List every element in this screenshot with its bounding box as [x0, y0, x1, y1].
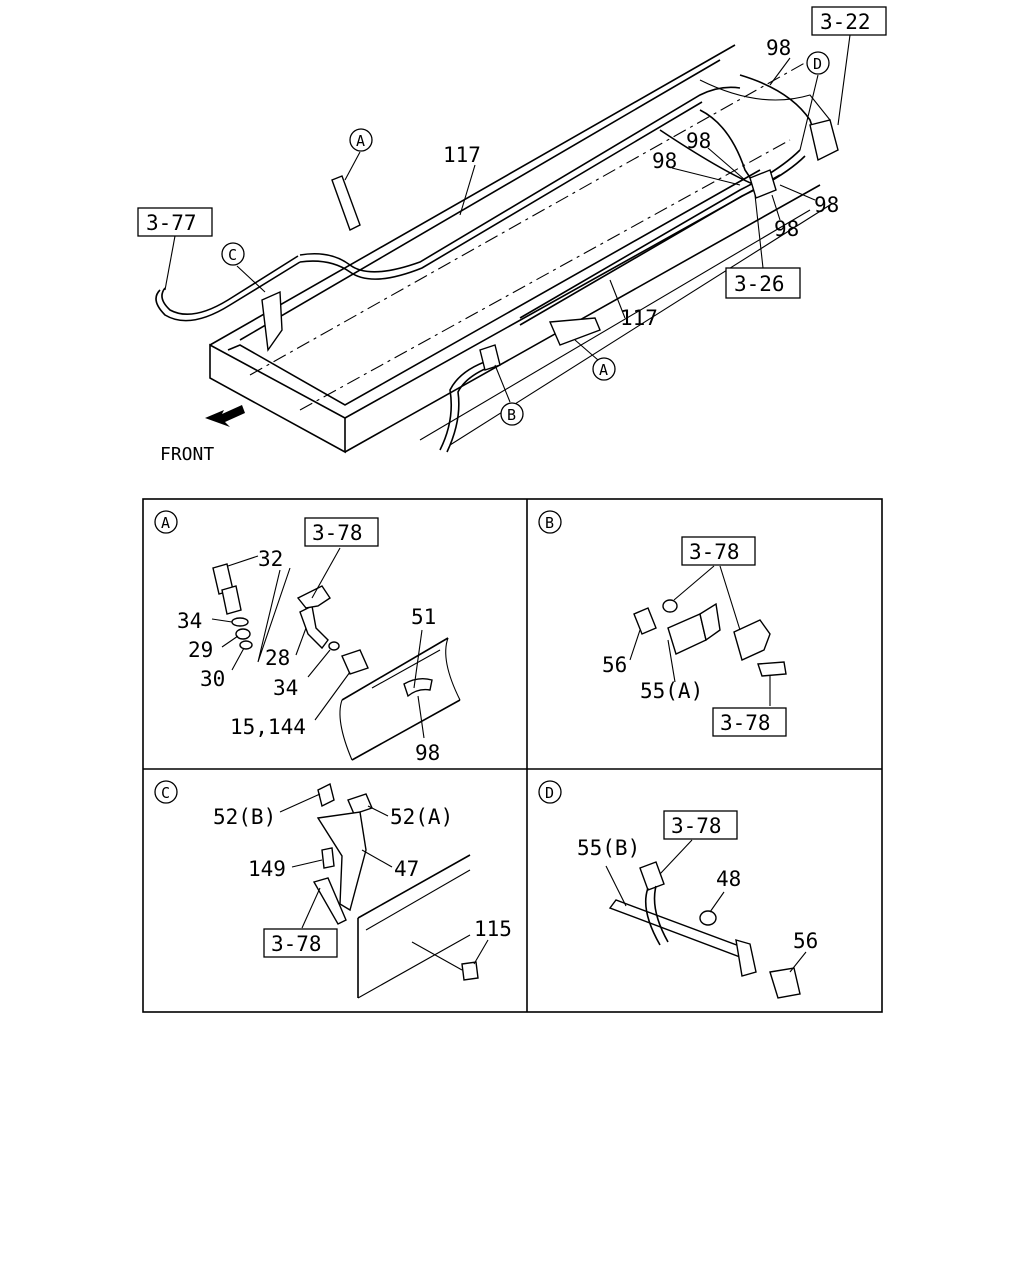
panel-marker-c: C [154, 780, 178, 804]
detail-panel-a: A 3-78 32 34 [154, 510, 461, 765]
part-label: 34 [273, 676, 298, 700]
detail-panel-d: D 3-78 55(B) 48 56 [538, 780, 818, 999]
part-label: 52(A) [390, 805, 453, 829]
part-label: 117 [620, 306, 658, 330]
ref-box-text: 3-77 [146, 211, 197, 235]
front-arrow-icon [205, 405, 245, 427]
panel-marker-b: B [538, 510, 562, 534]
ref-box-text: 3-22 [820, 10, 871, 34]
detail-panel-b: B 3-78 3-78 56 55(A) [538, 510, 787, 737]
part-label: 56 [602, 653, 627, 677]
ref-box-3-78-b-top: 3-78 [681, 536, 756, 566]
marker-letter: C [161, 784, 170, 802]
part-label: 56 [793, 929, 818, 953]
marker-letter: B [507, 406, 516, 424]
detail-marker-d: D [806, 51, 830, 75]
ref-box-3-77: 3-77 [137, 207, 213, 237]
part-label: 98 [766, 36, 791, 60]
part-label: 117 [443, 143, 481, 167]
marker-letter: A [161, 514, 170, 532]
ref-box-text: 3-26 [734, 272, 785, 296]
detail-grid [142, 498, 883, 1013]
part-label: 55(B) [577, 836, 640, 860]
detail-marker-a-top: A [349, 128, 373, 152]
ref-box-3-78-c: 3-78 [263, 928, 338, 958]
ref-box-text: 3-78 [271, 932, 322, 956]
marker-letter: D [545, 784, 554, 802]
panel-marker-a: A [154, 510, 178, 534]
part-label: 15,144 [230, 715, 306, 739]
ref-box-text: 3-78 [671, 814, 722, 838]
ref-box-text: 3-78 [689, 540, 740, 564]
panel-marker-d: D [538, 780, 562, 804]
marker-letter: D [813, 55, 822, 73]
ref-box-3-78-a: 3-78 [304, 517, 379, 547]
detail-marker-b: B [500, 402, 524, 426]
ref-box-text: 3-78 [720, 711, 771, 735]
front-label: FRONT [160, 444, 214, 465]
part-label: 98 [814, 193, 839, 217]
marker-letter: C [228, 246, 237, 264]
part-label: 47 [394, 857, 419, 881]
part-label: 34 [177, 609, 202, 633]
frame-rail-illustration [155, 34, 851, 454]
part-label: 29 [188, 638, 213, 662]
detail-marker-a-bottom: A [592, 357, 616, 381]
ref-box-3-22: 3-22 [811, 6, 887, 36]
part-label: 98 [774, 217, 799, 241]
part-label: 98 [686, 129, 711, 153]
part-label: 32 [258, 547, 283, 571]
detail-panel-c: C 3-78 52(B) 52(A) 149 47 115 [154, 780, 512, 999]
part-label: 115 [474, 917, 512, 941]
detail-marker-c: C [221, 242, 245, 266]
ref-box-text: 3-78 [312, 521, 363, 545]
part-label: 98 [415, 741, 440, 765]
part-label: 55(A) [640, 679, 703, 703]
marker-letter: A [356, 132, 365, 150]
ref-box-3-26: 3-26 [725, 267, 801, 299]
ref-box-3-78-b-bottom: 3-78 [712, 707, 787, 737]
part-label: 98 [652, 149, 677, 173]
part-label: 51 [411, 605, 436, 629]
marker-letter: B [545, 514, 554, 532]
part-label: 48 [716, 867, 741, 891]
part-label: 30 [200, 667, 225, 691]
part-label: 149 [248, 857, 286, 881]
part-label: 28 [265, 646, 290, 670]
part-label: 52(B) [213, 805, 276, 829]
marker-letter: A [599, 361, 608, 379]
ref-box-3-78-d: 3-78 [663, 810, 738, 840]
